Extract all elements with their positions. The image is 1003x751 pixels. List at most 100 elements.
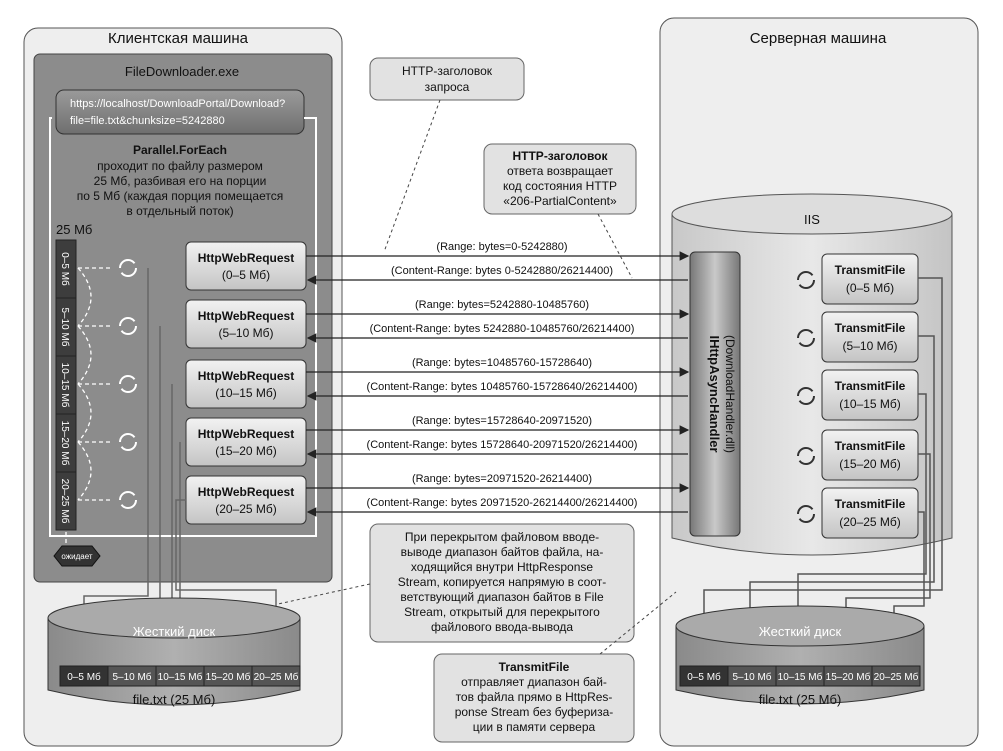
transmit-file-3-range: (10–15 Мб) bbox=[839, 397, 901, 411]
cycle-icon-1 bbox=[119, 259, 137, 277]
overlapped-line-6: Stream, открытый для перекрытого bbox=[404, 605, 600, 619]
url-box bbox=[55, 89, 305, 135]
exchange-3-response: (Content-Range: bytes 10485760-15728640/… bbox=[367, 381, 638, 393]
wait-label: ожидает bbox=[61, 552, 92, 561]
transmit-file-4 bbox=[821, 429, 919, 481]
exe-name: FileDownloader.exe bbox=[125, 64, 239, 79]
transmit-file-5-name: TransmitFile bbox=[835, 497, 906, 511]
overlapped-pointer bbox=[277, 583, 371, 605]
size-label: 25 Мб bbox=[56, 222, 92, 237]
transmit-file-5-range: (20–25 Мб) bbox=[839, 515, 901, 529]
response-header-title: HTTP-заголовок bbox=[512, 149, 608, 163]
request-header-line-1: HTTP-заголовок bbox=[402, 64, 493, 78]
cycle-icon-3 bbox=[119, 375, 137, 393]
http-request-2-name: HttpWebRequest bbox=[198, 309, 294, 323]
server-disk-chunk-2: 5–10 Мб bbox=[732, 671, 771, 683]
response-header-line-2: код состояния HTTP bbox=[503, 179, 617, 193]
response-header-line-1: ответа возвращает bbox=[507, 164, 614, 178]
overlapped-line-5: ветствующий диапазон байтов в File bbox=[400, 590, 604, 604]
transmit-file-1-name: TransmitFile bbox=[835, 263, 906, 277]
parallel-line-1: проходит по файлу размером bbox=[97, 159, 263, 173]
http-request-1-range: (0–5 Мб) bbox=[222, 268, 270, 282]
overlapped-line-1: При перекрытом файловом вводе- bbox=[405, 530, 599, 544]
server-machine-title: Серверная машина bbox=[750, 30, 887, 47]
http-request-5-range: (20–25 Мб) bbox=[215, 502, 277, 516]
cycle-icon-2 bbox=[119, 317, 137, 335]
handler-name: IHttpAsyncHandler bbox=[707, 335, 722, 452]
server-disk-chunk-5: 20–25 Мб bbox=[874, 671, 919, 683]
client-file-label: file.txt (25 Мб) bbox=[133, 692, 216, 707]
chunk-label-4: 15–20 Мб bbox=[59, 421, 71, 466]
client-disk-chunk-3: 10–15 Мб bbox=[158, 671, 203, 683]
handler-dll: (DownloadHandler.dll) bbox=[723, 335, 737, 453]
parallel-line-3: по 5 Мб (каждая порция помещается bbox=[77, 189, 283, 203]
transmitfile-line-4: ции в памяти сервера bbox=[473, 720, 596, 734]
parallel-title: Parallel.ForEach bbox=[133, 143, 227, 157]
transmit-file-1-range: (0–5 Мб) bbox=[846, 281, 894, 295]
cycle-icon-server-5 bbox=[797, 505, 815, 523]
http-request-5 bbox=[185, 475, 307, 525]
client-bracket bbox=[49, 117, 317, 537]
cycle-icon-server-1 bbox=[797, 271, 815, 289]
request-header-callout bbox=[369, 57, 525, 101]
cycle-icon-server-2 bbox=[797, 329, 815, 347]
client-disk-title: Жесткий диск bbox=[133, 624, 216, 639]
exchange-1-response: (Content-Range: bytes 0-5242880/26214400… bbox=[391, 265, 613, 277]
http-requests: HttpWebRequest (0–5 Мб) HttpWebRequest (… bbox=[185, 241, 307, 525]
parallel-line-2: 25 Мб, разбивая его на порции bbox=[94, 174, 267, 188]
wait-hexagon bbox=[53, 545, 101, 567]
transmitfile-line-2: тов файла прямо в HttpRes- bbox=[456, 690, 613, 704]
transmit-file-2-name: TransmitFile bbox=[835, 321, 906, 335]
parallel-line-4: в отдельный поток) bbox=[126, 204, 233, 218]
http-request-4 bbox=[185, 417, 307, 467]
transmit-file-5 bbox=[821, 487, 919, 539]
transmitfile-callout bbox=[433, 653, 635, 743]
overlapped-line-2: выводе диапазон байтов файла, на- bbox=[401, 545, 604, 559]
chunk-label-2: 5–10 Мб bbox=[59, 307, 71, 346]
response-header-callout bbox=[483, 143, 637, 215]
client-disk-chunk-2: 5–10 Мб bbox=[112, 671, 151, 683]
transmit-file-3 bbox=[821, 369, 919, 421]
chunk-label-5: 20–25 Мб bbox=[59, 479, 71, 524]
server-hard-disk: Жесткий диск 0–5 Мб 5–10 Мб 10–15 Мб 15–… bbox=[675, 605, 925, 707]
cycle-icon-5 bbox=[119, 491, 137, 509]
server-disk-chunk-4: 15–20 Мб bbox=[826, 671, 871, 683]
overlapped-io-callout bbox=[369, 523, 635, 643]
server-disk-chunk-1: 0–5 Мб bbox=[687, 671, 721, 683]
transmitfile-pointer bbox=[599, 591, 677, 655]
client-thread-icons bbox=[119, 259, 137, 509]
server-thread-icons bbox=[797, 271, 815, 523]
client-disk-chunk-4: 15–20 Мб bbox=[206, 671, 251, 683]
iis-label: IIS bbox=[804, 212, 820, 227]
transmit-file-4-name: TransmitFile bbox=[835, 439, 906, 453]
transmit-file-3-name: TransmitFile bbox=[835, 379, 906, 393]
exchange-4-request: (Range: bytes=15728640-20971520) bbox=[412, 415, 592, 427]
chunk-label-1: 0–5 Мб bbox=[59, 252, 71, 286]
http-request-3-range: (10–15 Мб) bbox=[215, 386, 277, 400]
transmit-file-1 bbox=[821, 253, 919, 305]
overlapped-line-3: ходящийся внутри HttpResponse bbox=[411, 560, 593, 574]
transmit-files: TransmitFile (0–5 Мб) TransmitFile (5–10… bbox=[821, 253, 919, 539]
exchange-2-response: (Content-Range: bytes 5242880-10485760/2… bbox=[370, 323, 635, 335]
exchange-5-request: (Range: bytes=20971520-26214400) bbox=[412, 473, 592, 485]
http-request-3 bbox=[185, 359, 307, 409]
url-line1: https://localhost/DownloadPortal/Downloa… bbox=[70, 98, 285, 110]
transmit-file-4-range: (15–20 Мб) bbox=[839, 457, 901, 471]
cycle-icon-server-4 bbox=[797, 447, 815, 465]
server-disk-title: Жесткий диск bbox=[759, 624, 842, 639]
request-header-line-2: запроса bbox=[425, 80, 470, 94]
http-request-4-range: (15–20 Мб) bbox=[215, 444, 277, 458]
exchange-2-request: (Range: bytes=5242880-10485760) bbox=[415, 299, 589, 311]
transmitfile-line-3: ponse Stream без буфериза- bbox=[455, 705, 614, 719]
chunk-arcs bbox=[65, 267, 112, 544]
client-disk-chunks: 0–5 Мб 5–10 Мб 10–15 Мб 15–20 Мб 20–25 М… bbox=[59, 665, 301, 687]
server-disk-chunk-3: 10–15 Мб bbox=[778, 671, 823, 683]
request-header-pointer bbox=[383, 99, 441, 253]
async-handler bbox=[689, 251, 741, 537]
server-file-label: file.txt (25 Мб) bbox=[759, 692, 842, 707]
http-request-3-name: HttpWebRequest bbox=[198, 369, 294, 383]
http-request-1-name: HttpWebRequest bbox=[198, 251, 294, 265]
chunk-column: 0–5 Мб 5–10 Мб 10–15 Мб 15–20 Мб 20–25 М… bbox=[55, 239, 77, 531]
exchange-4-response: (Content-Range: bytes 15728640-20971520/… bbox=[367, 439, 638, 451]
